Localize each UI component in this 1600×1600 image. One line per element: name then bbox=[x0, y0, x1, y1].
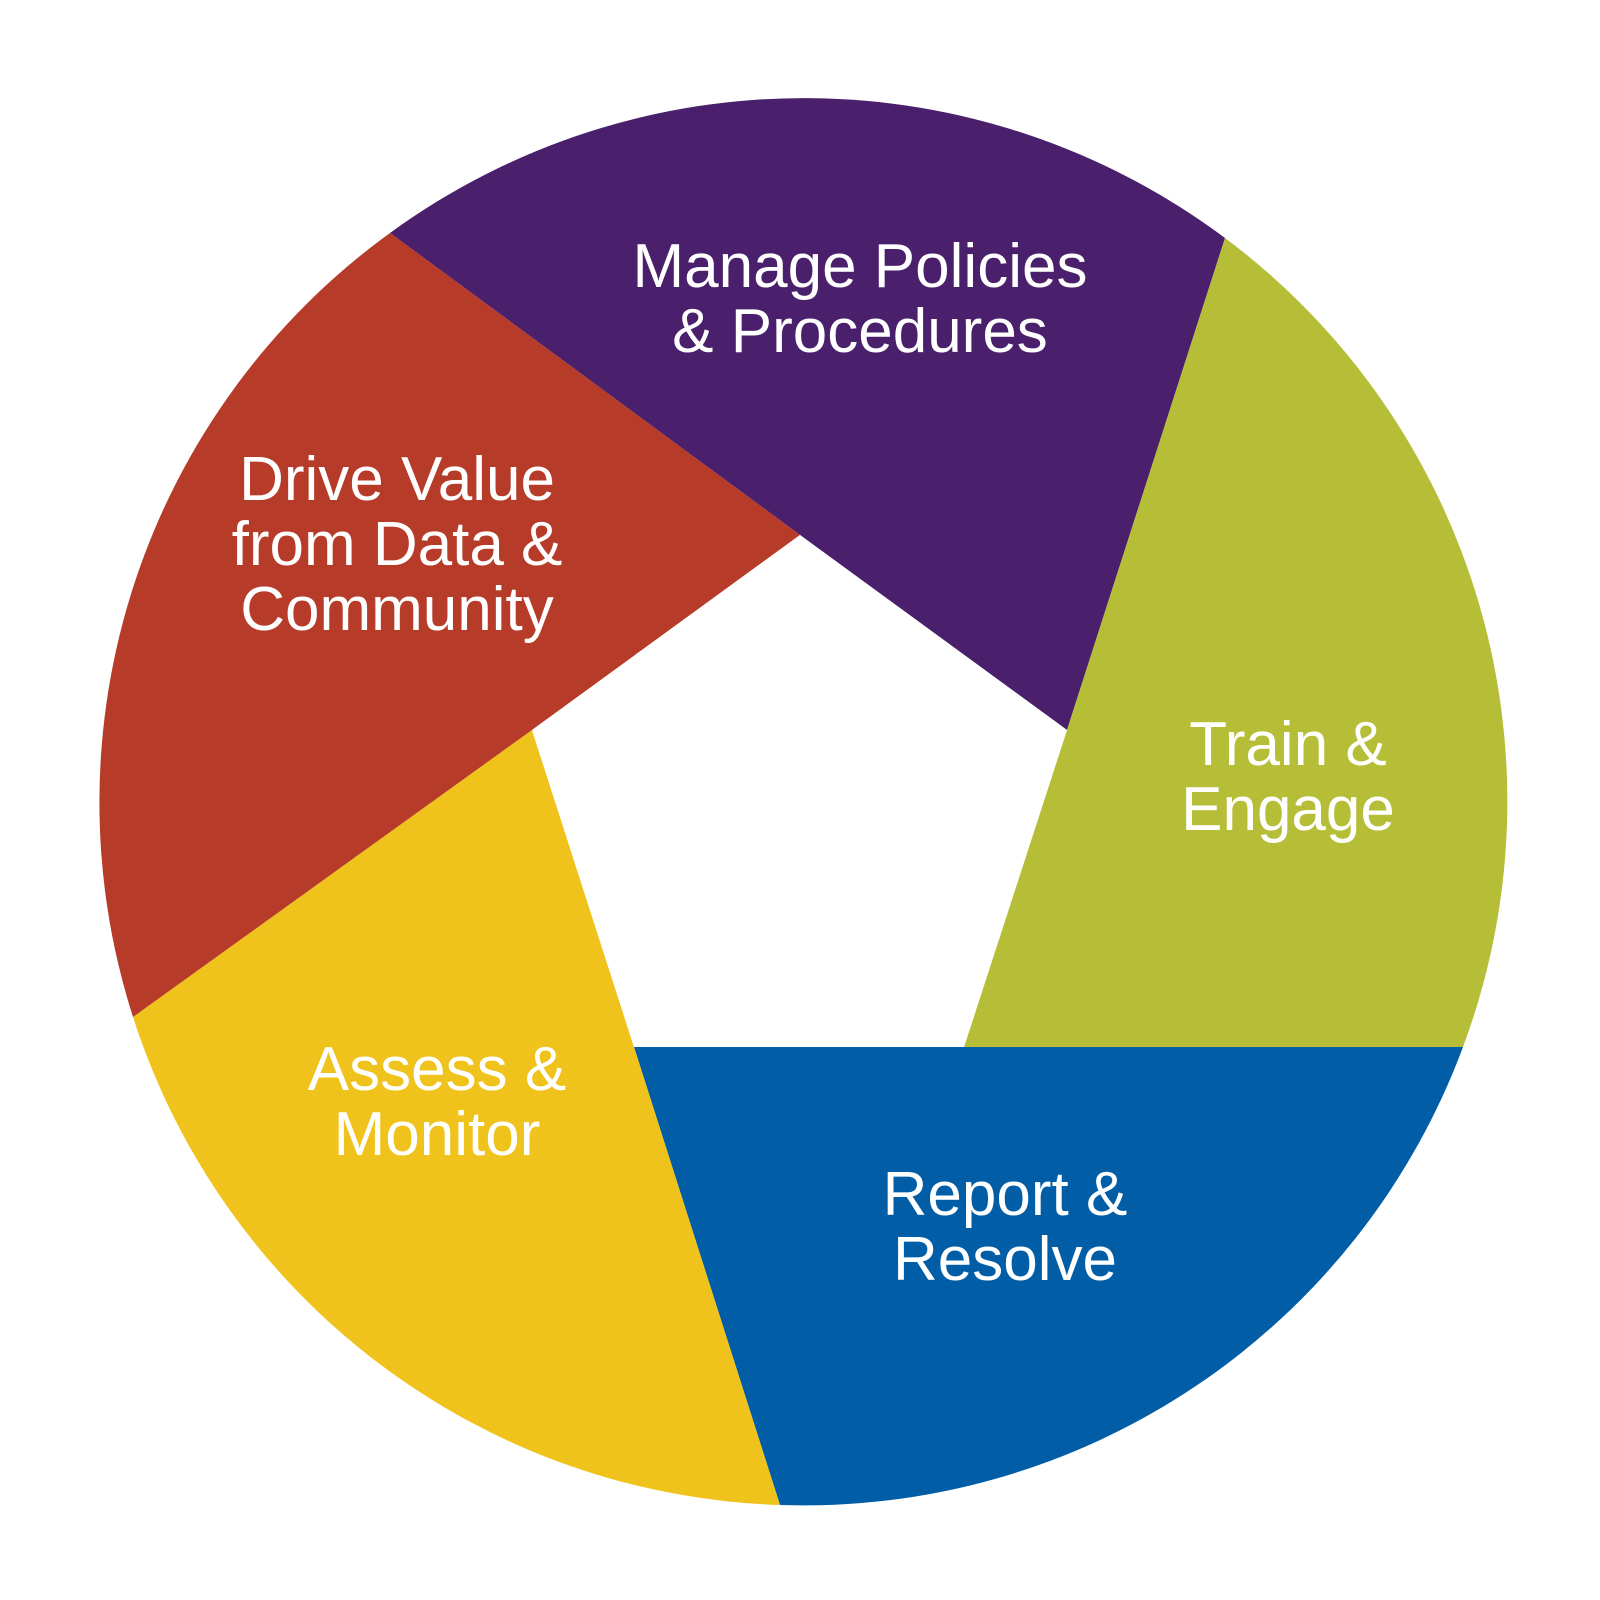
label-line: Train & bbox=[1189, 710, 1387, 779]
label-assess-monitor: Assess &Monitor bbox=[308, 1035, 566, 1169]
segment-drive-value bbox=[99, 233, 800, 1017]
label-train-engage: Train &Engage bbox=[1181, 710, 1395, 844]
segment-assess-monitor bbox=[133, 730, 780, 1505]
label-report-resolve: Report &Resolve bbox=[883, 1160, 1128, 1294]
label-manage-policies: Manage Policies& Procedures bbox=[633, 232, 1088, 366]
label-line: from Data & bbox=[232, 510, 563, 579]
label-line: & Procedures bbox=[672, 297, 1048, 366]
label-line: Monitor bbox=[334, 1100, 541, 1169]
segment-manage-policies bbox=[390, 98, 1225, 731]
segments-layer bbox=[99, 98, 1508, 1506]
center-pentagon bbox=[532, 535, 1067, 1047]
label-line: Manage Policies bbox=[633, 232, 1088, 301]
label-line: Engage bbox=[1181, 775, 1395, 844]
segment-train-engage bbox=[964, 238, 1508, 1047]
label-line: Assess & bbox=[308, 1035, 566, 1104]
label-line: Report & bbox=[883, 1160, 1128, 1229]
segment-report-resolve bbox=[634, 1047, 1463, 1506]
label-line: Drive Value bbox=[239, 445, 555, 514]
label-line: Community bbox=[240, 575, 554, 644]
label-line: Resolve bbox=[893, 1225, 1117, 1294]
